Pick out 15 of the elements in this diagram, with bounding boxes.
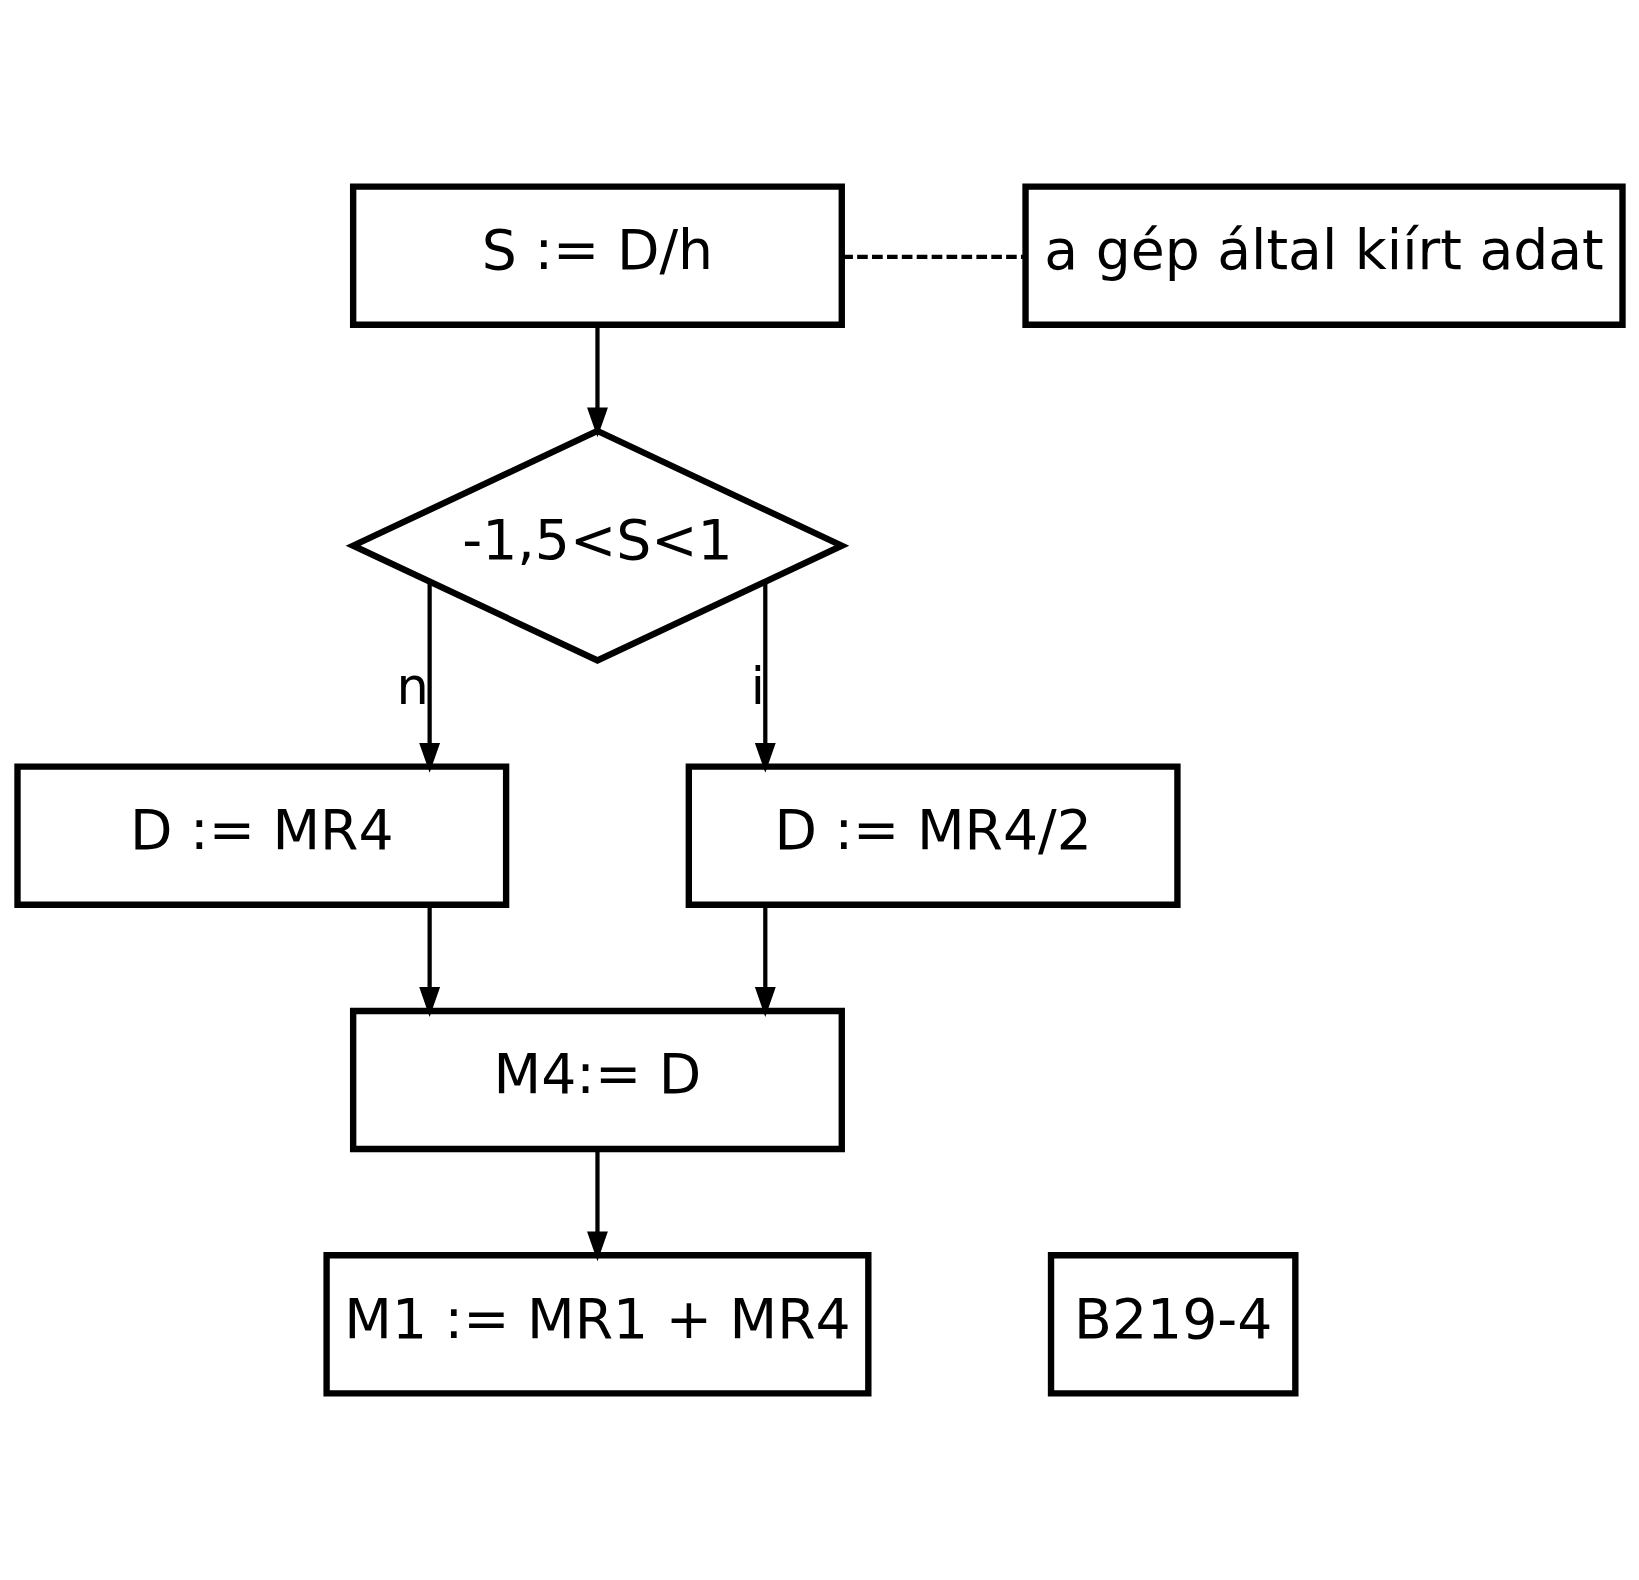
node-box: D := MR4 [13, 763, 509, 908]
arrow [586, 325, 608, 438]
node-box: M1 := MR1 + MR4 [322, 1252, 871, 1397]
node-box: D := MR4/2 [685, 763, 1181, 908]
connector [841, 254, 1025, 259]
node-diamond: -1,5<S<1 [345, 427, 849, 664]
arrow [418, 581, 440, 773]
arrow [586, 1149, 608, 1262]
arrow [754, 581, 776, 773]
arrow [754, 905, 776, 1017]
node-box: S := D/h [349, 183, 845, 328]
arrow [418, 905, 440, 1017]
node-box: B219-4 [1047, 1252, 1299, 1397]
node-box: M4:= D [349, 1007, 845, 1153]
node-box: a gép által kiírt adat [1021, 183, 1626, 328]
